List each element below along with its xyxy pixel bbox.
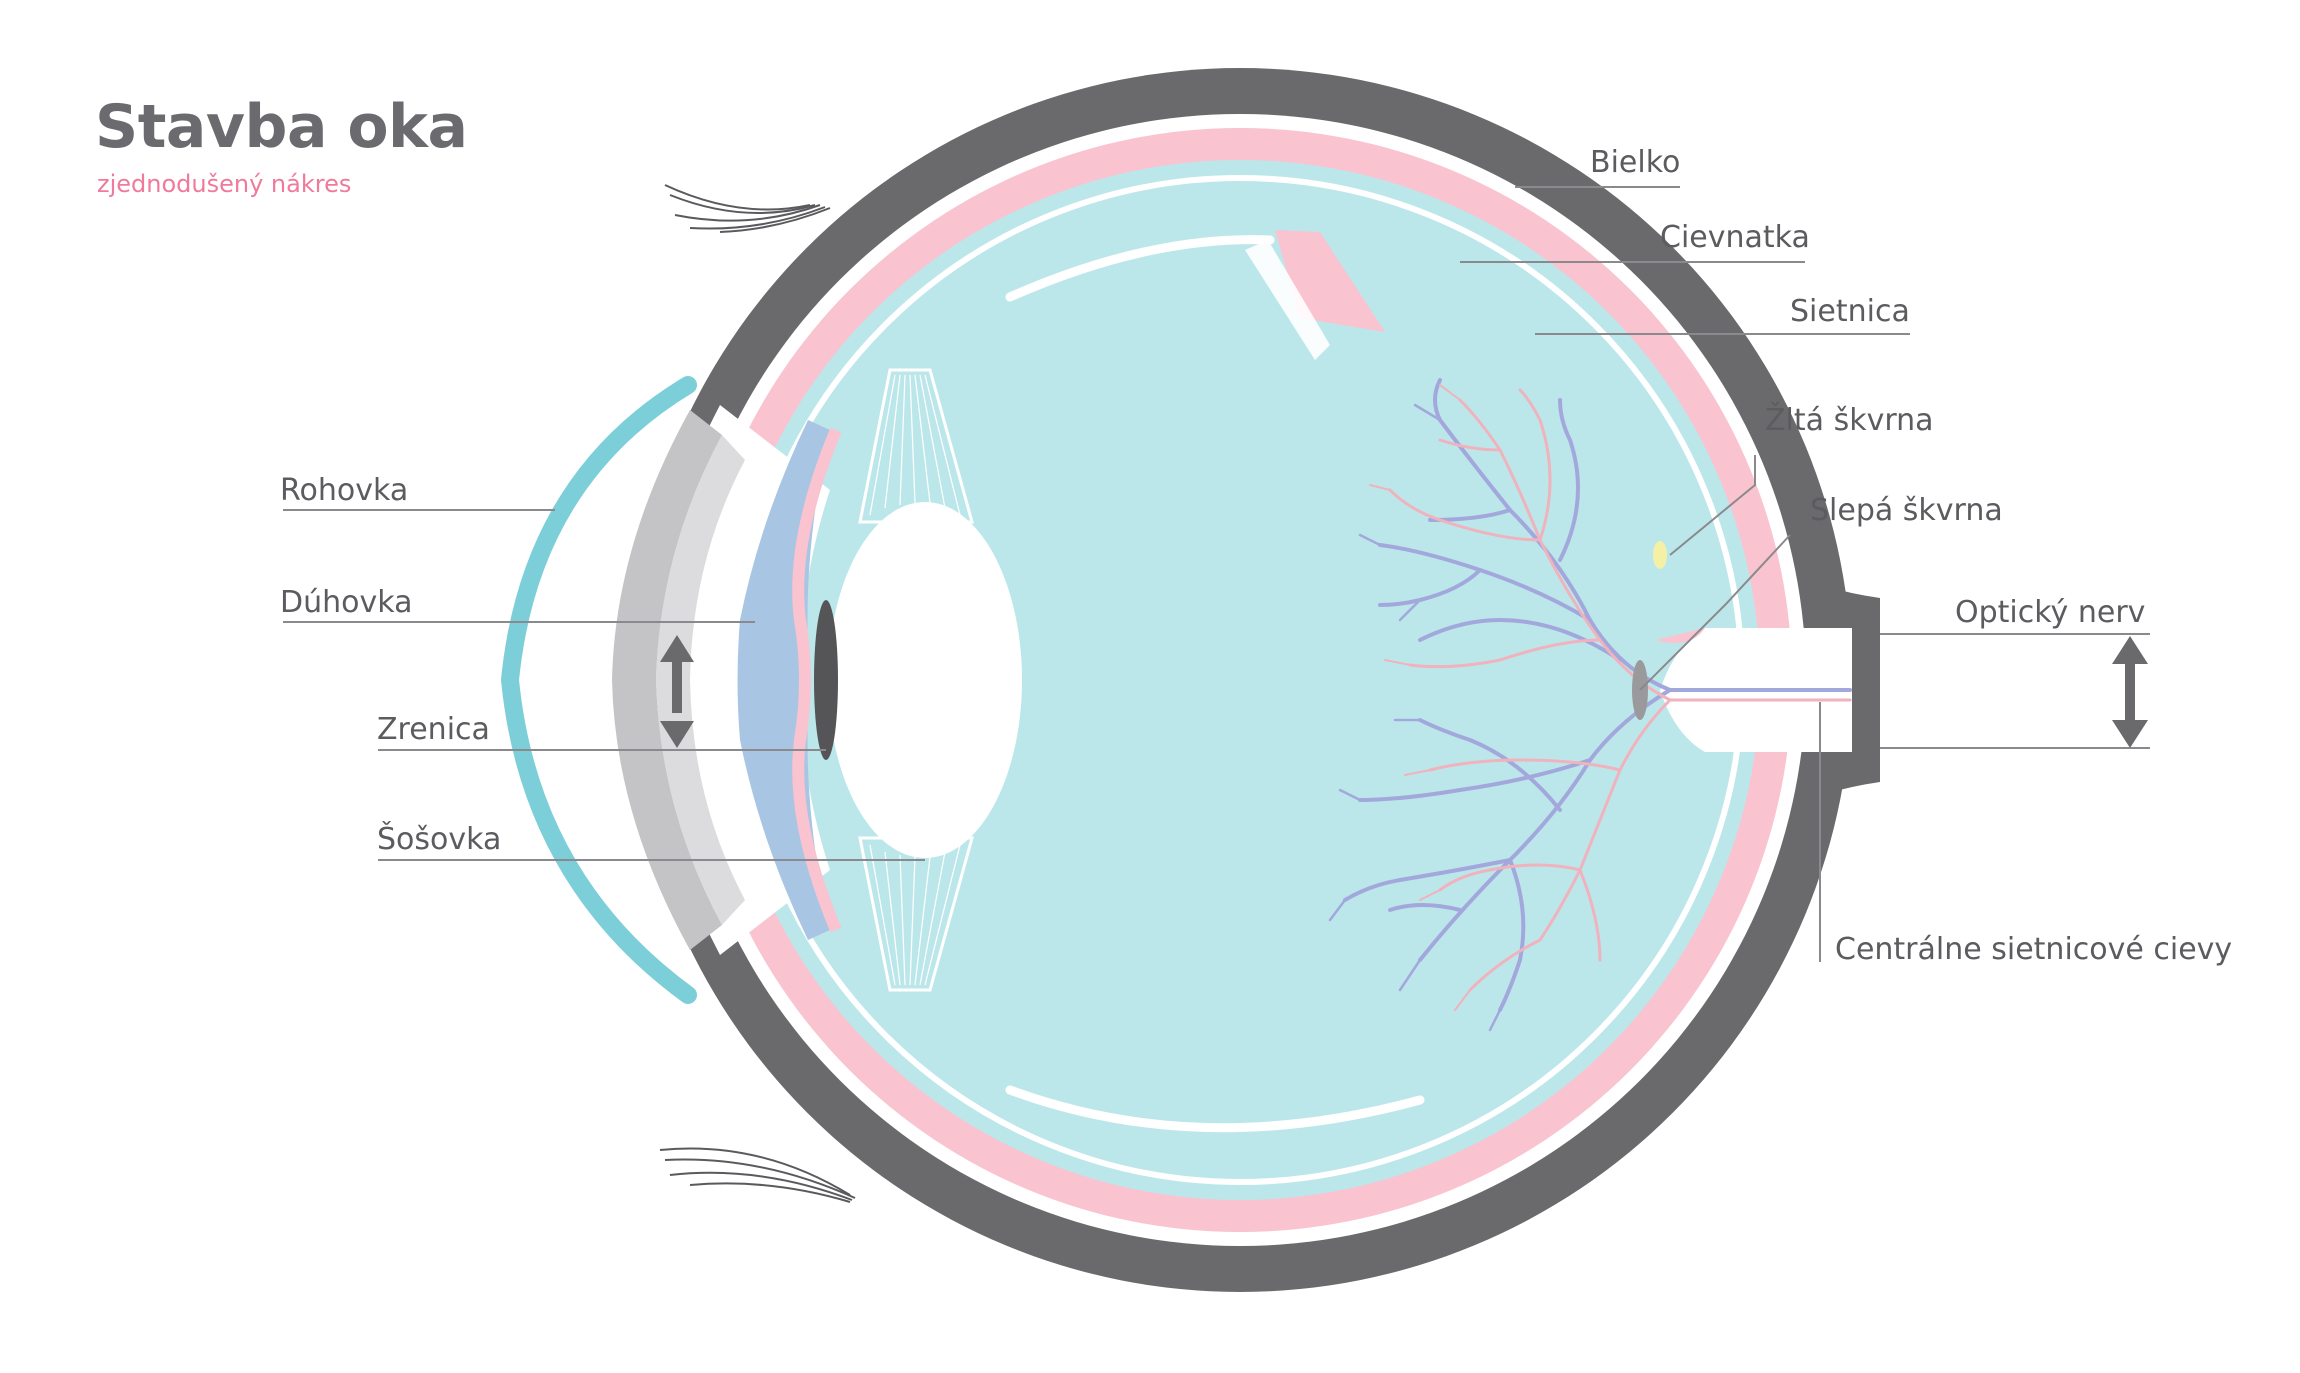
diagram-title: Stavba oka — [95, 92, 468, 162]
double-arrow-icon — [660, 635, 694, 748]
macula — [1653, 541, 1667, 569]
pupil — [814, 600, 838, 760]
zonule-fibers — [869, 374, 961, 986]
cornea-inner-layer — [656, 435, 745, 925]
eyelash-icon — [664, 184, 831, 233]
label-rohovka: Rohovka — [280, 473, 409, 508]
retinal-arteries — [1388, 388, 1852, 992]
cornea — [500, 376, 697, 1004]
label-duhovka: Dúhovka — [280, 585, 413, 620]
label-slepa-skvrna: Slepá škvrna — [1810, 493, 2003, 528]
label-bielko: Bielko — [1590, 145, 1681, 180]
label-opticky-nerv: Optický nerv — [1955, 595, 2146, 630]
label-zrenica: Zrenica — [377, 712, 490, 747]
label-cievnatka: Cievnatka — [1660, 220, 1810, 255]
leader-lines — [283, 186, 2150, 962]
cornea-outer-layer — [612, 410, 722, 950]
diagram-subtitle: zjednodušený nákres — [97, 170, 352, 198]
label-sosovka: Šošovka — [377, 822, 502, 857]
label-centralne-cievy: Centrálne sietnicové cievy — [1835, 932, 2233, 967]
label-sietnica: Sietnica — [1790, 294, 1910, 329]
double-arrow-icon — [2112, 636, 2148, 748]
eyelash-icon — [659, 1147, 856, 1203]
label-zlta-skvrna: Žltá škvrna — [1765, 403, 1934, 438]
lens — [828, 502, 1022, 858]
